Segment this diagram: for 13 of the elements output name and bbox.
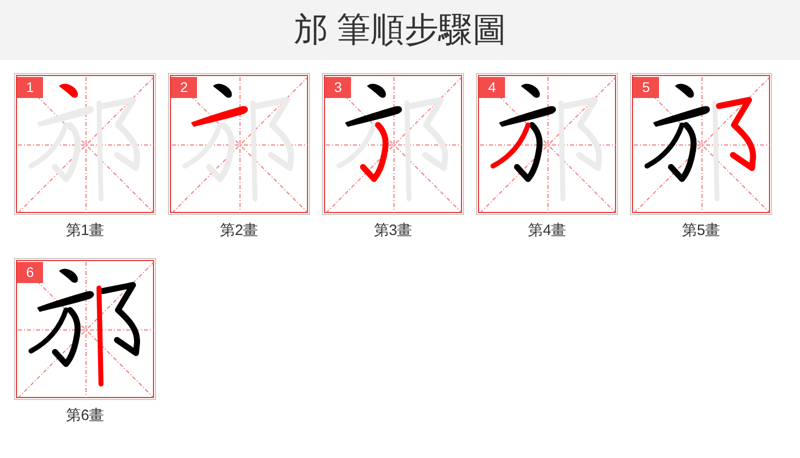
step-caption: 第4畫 <box>528 222 566 240</box>
step-caption: 第2畫 <box>220 222 258 240</box>
step-number: 3 <box>325 77 351 98</box>
step-caption: 第5畫 <box>682 222 720 240</box>
page-title: 邡 筆順步驟圖 <box>293 10 507 51</box>
step-number: 4 <box>479 77 505 98</box>
step-number: 6 <box>17 262 43 283</box>
step-number: 2 <box>171 77 197 98</box>
step-caption: 第6畫 <box>66 407 104 425</box>
step-number: 5 <box>633 77 659 98</box>
step-caption: 第3畫 <box>374 222 412 240</box>
step-number: 1 <box>17 77 43 98</box>
step-caption: 第1畫 <box>66 222 104 240</box>
